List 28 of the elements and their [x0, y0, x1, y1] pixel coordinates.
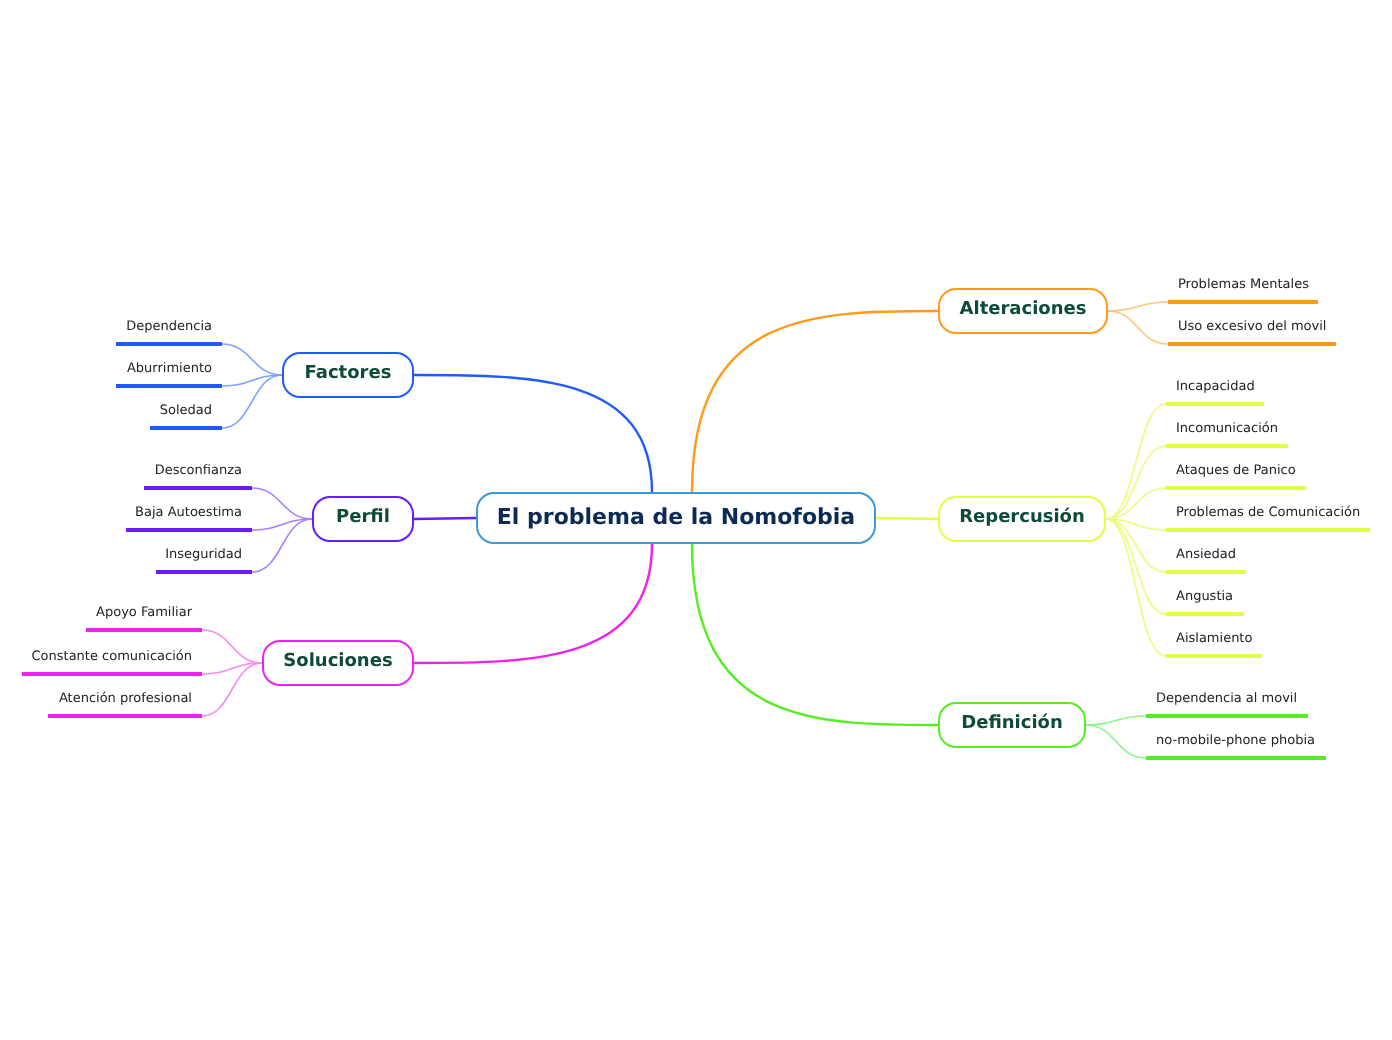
connector-line — [221, 374, 283, 387]
connector-line — [251, 518, 313, 573]
connector-line — [1105, 518, 1167, 657]
connector-line — [1107, 310, 1169, 345]
topic-pill: Repercusión — [938, 496, 1106, 542]
connector-line — [1107, 301, 1169, 312]
connector-line — [413, 516, 477, 521]
connector-line — [1085, 715, 1147, 726]
connector-line — [201, 662, 263, 675]
topic-pill: Alteraciones — [938, 288, 1108, 334]
connector-line — [690, 543, 938, 727]
topic-pill: Factores — [282, 352, 414, 398]
connector-line — [1105, 403, 1167, 520]
connector-line — [201, 662, 263, 717]
connector-line — [221, 374, 283, 429]
connector-line — [1105, 518, 1167, 615]
topic-pill: Definición — [938, 702, 1086, 748]
connector-line — [1105, 518, 1167, 531]
connector-line — [875, 516, 939, 521]
connector-line — [1105, 445, 1167, 520]
connector-line — [1085, 724, 1147, 759]
topic-pill: Perfil — [312, 496, 414, 542]
connector-line — [414, 543, 654, 665]
connector-line — [251, 518, 313, 531]
topic-pill: Soluciones — [262, 640, 414, 686]
central-topic: El problema de la Nomofobia — [476, 492, 876, 544]
connector-line — [414, 373, 654, 493]
connector-line — [690, 309, 938, 493]
